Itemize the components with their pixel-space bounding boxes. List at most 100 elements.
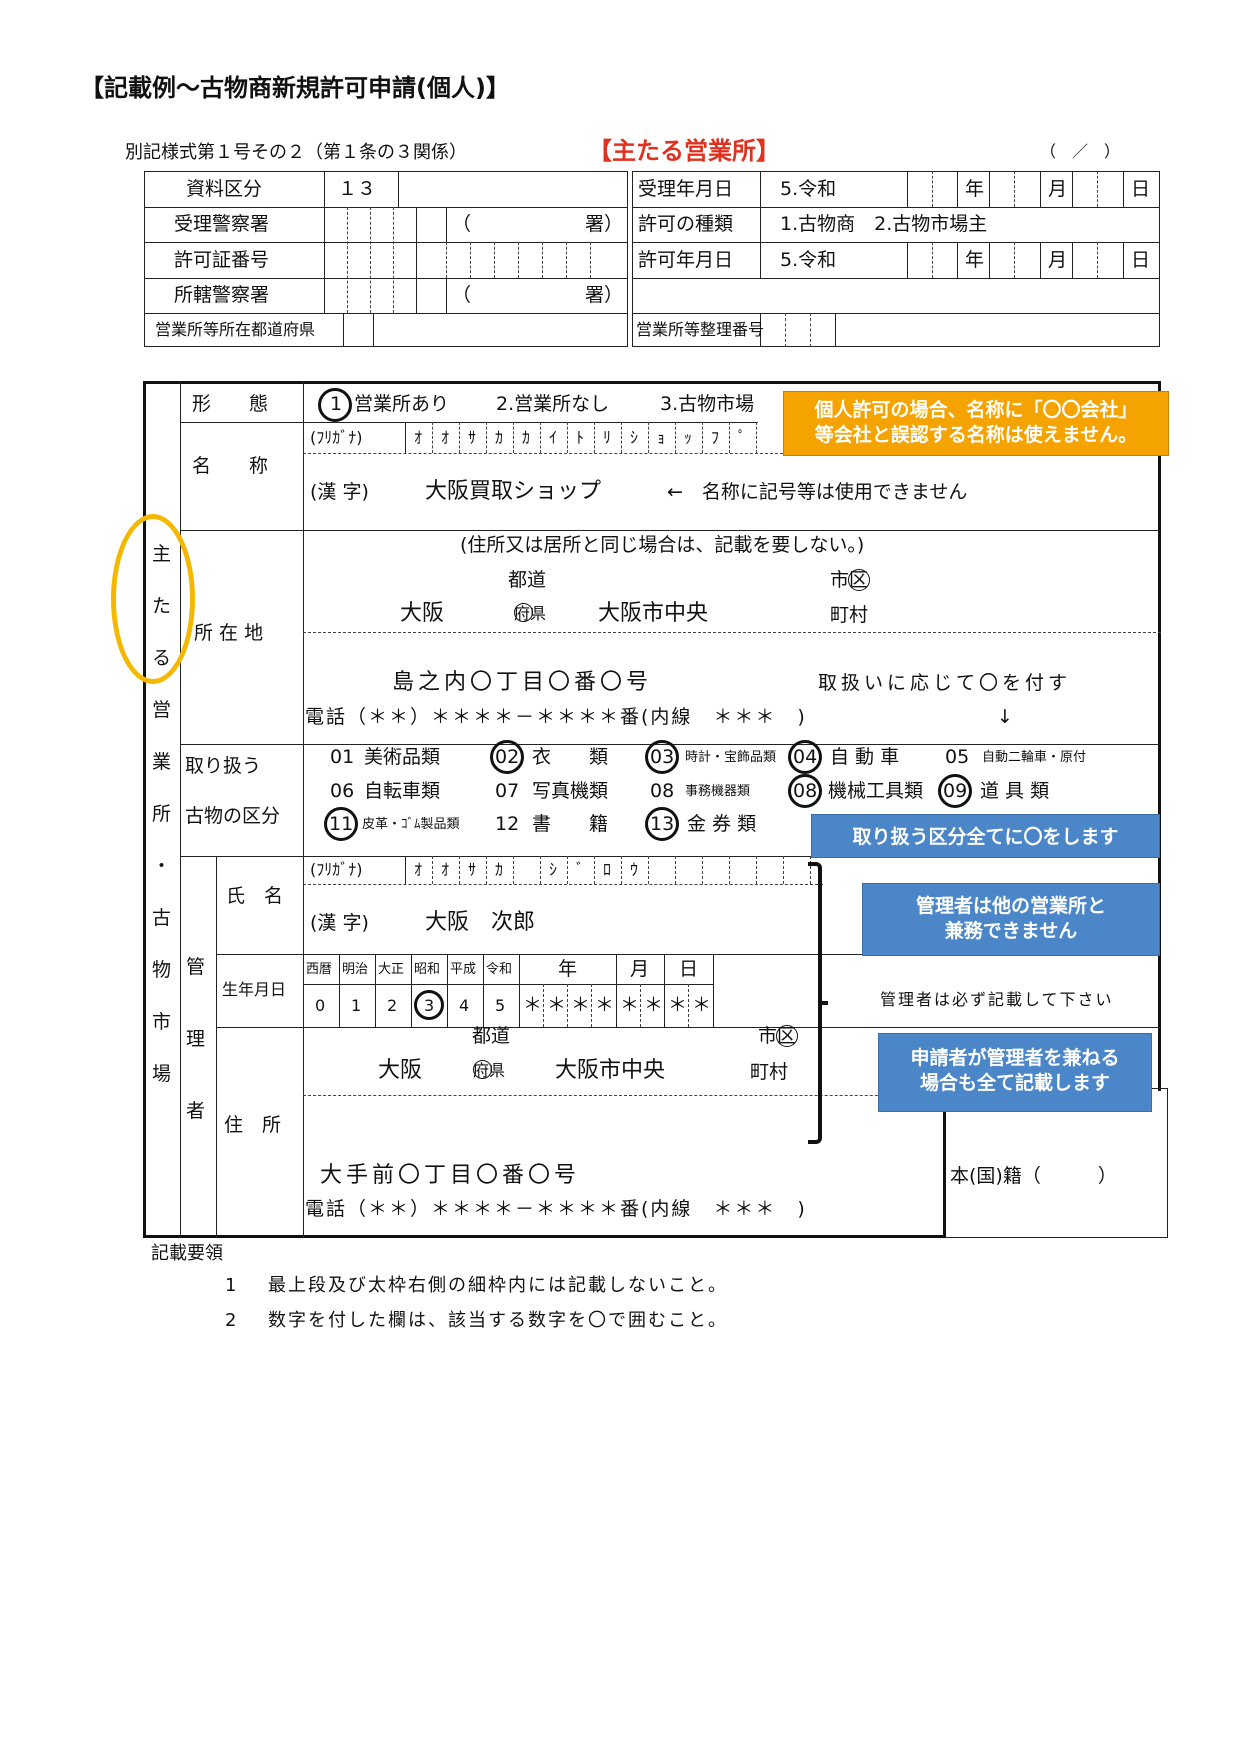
selected-circle: [645, 740, 679, 774]
era-label: 西暦: [306, 962, 333, 977]
fu-circle: [473, 1060, 492, 1079]
furigana-cell: ﾛ: [603, 860, 612, 879]
furigana-cell: ﾌ: [711, 428, 720, 447]
section-title: 【主たる営業所】: [588, 137, 780, 165]
down-arrow-icon: ↓: [997, 706, 1013, 728]
kubun-name: 皮革・ｺﾞﾑ製品類: [362, 817, 460, 832]
kyoka-nengappi-label: 許可年月日: [638, 249, 734, 271]
callout-circle-all: 取り扱う区分全てに〇をします: [811, 814, 1160, 858]
meisho-label: 名 称: [192, 455, 269, 477]
furigana-cell: ｼ: [630, 428, 639, 447]
juri-sho-paren: （ 署）: [452, 213, 624, 235]
birth-tsuki: 月: [630, 958, 650, 980]
era-label: 明治: [342, 962, 369, 977]
era-label: 昭和: [414, 962, 441, 977]
kanrisha-char: 者: [186, 1100, 206, 1122]
kubun-num: 01: [330, 746, 355, 768]
kanrisha-city: 大阪市中央: [555, 1058, 666, 1083]
kubun-name: 機械工具類: [828, 780, 924, 802]
selected-circle: [788, 740, 822, 774]
shozaichi-city: 大阪市中央: [598, 601, 709, 626]
juri-nen: 年: [965, 178, 985, 200]
kyoka-nen: 年: [965, 249, 985, 271]
kubun-name: 写真機類: [532, 780, 609, 802]
side-char: 所: [152, 803, 172, 825]
kankatsu-sho-paren: （ 署）: [452, 284, 624, 306]
furigana-cell: ｵ: [414, 428, 423, 447]
kanrisha-address: 大手前〇丁目〇番〇号: [320, 1163, 581, 1188]
fu-circle: [514, 603, 533, 622]
kankatsu-keisatsusho-label: 所轄警察署: [174, 284, 270, 306]
meisho-note: ← 名称に記号等は使用できません: [667, 481, 968, 503]
kanrisha-todo: 都道: [472, 1025, 511, 1047]
kubun-num: 11: [329, 813, 354, 835]
furigana-cell: ﾘ: [603, 428, 612, 447]
side-char: 物: [152, 959, 172, 981]
birth-hi: 日: [679, 958, 699, 980]
keitai-opt2: 2.営業所なし: [496, 393, 610, 415]
side-char: ・: [152, 855, 172, 877]
kanrisha-kanji-value: 大阪 次郎: [425, 910, 536, 935]
kubun-num: 02: [495, 746, 520, 768]
side-char: 営: [152, 699, 172, 721]
kubun-name: 自 動 車: [830, 746, 900, 768]
juri-keisatsusho-label: 受理警察署: [174, 213, 270, 235]
kanrisha-char: 理: [186, 1028, 206, 1050]
meisho-kanji-value: 大阪買取ショップ: [425, 479, 602, 504]
instruction-text: 数字を付した欄は、該当する数字を〇で囲むこと。: [268, 1310, 728, 1331]
keitai-opt1: 営業所あり: [354, 393, 450, 415]
era-num: 2: [387, 996, 398, 1015]
juri-reiwa: 5.令和: [780, 178, 837, 200]
kubun-num: 07: [495, 780, 520, 802]
instruction-num: 1: [225, 1275, 237, 1296]
era-num: 1: [351, 996, 362, 1015]
shozaichi-chouson: 町村: [830, 604, 869, 626]
kyoka-shurui-value: 1.古物商 2.古物市場主: [780, 213, 988, 235]
side-char: 市: [152, 1011, 172, 1033]
shimei-label: 氏 名: [226, 885, 284, 907]
honseki: 本(国)籍（ ）: [950, 1165, 1117, 1187]
birth-digit: ＊: [595, 994, 615, 1016]
kubun-num: 09: [943, 780, 968, 802]
juri-nengappi-label: 受理年月日: [638, 178, 734, 200]
shozaichi-address: 島之内〇丁目〇番〇号: [392, 670, 653, 695]
selected-circle: [788, 774, 822, 808]
bracket-tip: [818, 1001, 828, 1005]
keitai-opt3: 3.古物市場: [660, 393, 755, 415]
kubun-num: 06: [330, 780, 355, 802]
kubun-name: 自動二輪車・原付: [982, 750, 1087, 765]
page-title: 【記載例～古物商新規許可申請(個人)】: [80, 74, 510, 102]
kubun-num: 12: [495, 813, 520, 835]
jusho-label: 住 所: [224, 1114, 282, 1136]
kubun-num: 04: [793, 746, 818, 768]
era-num: 0: [315, 996, 326, 1015]
keitai-label: 形 態: [192, 393, 269, 415]
instructions-label: 記載要領: [151, 1243, 223, 1264]
furigana-cell: ｶ: [522, 428, 531, 447]
selected-circle: [645, 807, 679, 841]
kanrisha-chouson: 町村: [750, 1061, 789, 1083]
furigana-cell: ﾄ: [576, 428, 585, 447]
instruction-text: 最上段及び太枠右側の細枠内には記載しないこと。: [268, 1275, 728, 1296]
kanrisha-kanji-label: (漢 字): [310, 912, 369, 934]
kubun-label-1: 取り扱う: [185, 755, 262, 777]
side-char: 場: [152, 1063, 172, 1085]
birth-digit: ＊: [692, 994, 712, 1016]
kubun-name: 事務機器類: [685, 784, 751, 799]
furigana-cell: ｮ: [657, 428, 666, 447]
era-num: 5: [495, 996, 506, 1015]
furigana-cell: ﾞ: [576, 860, 585, 879]
era-label: 平成: [450, 962, 477, 977]
shiryo-kubun-label: 資料区分: [186, 178, 263, 200]
kyoka-hi: 日: [1131, 249, 1151, 271]
instruction-num: 2: [225, 1310, 237, 1331]
must-note: 管理者は必ず記載して下さい: [880, 990, 1114, 1009]
era-label: 令和: [486, 962, 513, 977]
kubun-name: 美術品類: [364, 746, 441, 768]
era-num: 4: [459, 996, 470, 1015]
shiryo-value: １３: [338, 178, 377, 200]
kanrisha-char: 管: [186, 956, 206, 978]
todofuken-label: 営業所等所在都道府県: [155, 320, 316, 339]
birth-digit: ＊: [668, 994, 688, 1016]
furigana-cell: ｳ: [630, 860, 639, 879]
